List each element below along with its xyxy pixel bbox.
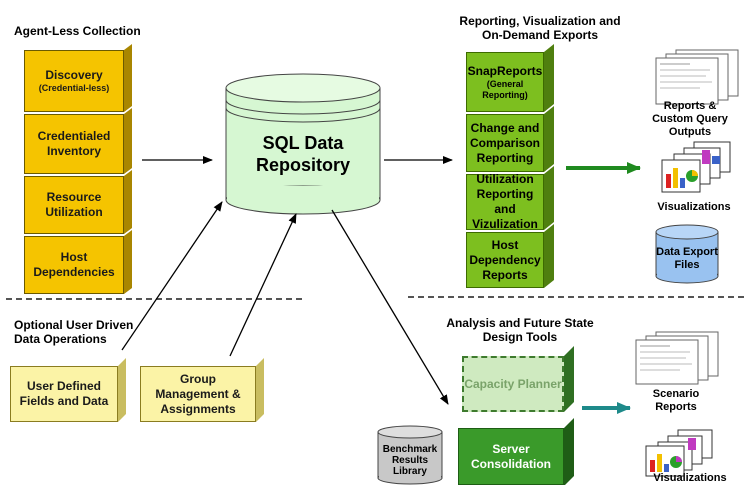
optional-heading-line1: Optional User Driven <box>14 318 134 332</box>
visualizations-label: Visualizations <box>657 201 731 213</box>
scenario-line1: Scenario <box>652 388 700 400</box>
change-comparison-box: Change and Comparison Reporting <box>466 114 544 172</box>
reporting-heading-line1: Reporting, Visualization and <box>459 14 621 28</box>
green-box-sides <box>544 44 554 288</box>
discovery-sublabel: (Credential-less) <box>38 83 110 93</box>
utilization-label: Utilization <box>45 205 103 219</box>
server-consolidation-box: Server Consolidation <box>458 428 564 485</box>
reports-outputs-line3: Outputs <box>668 126 712 138</box>
reports-outputs-line1: Reports & <box>663 100 717 112</box>
benchmark-line2: Results <box>391 455 429 466</box>
analysis-heading-line1: Analysis and Future State <box>446 316 594 330</box>
data-export-line1: Data Export <box>656 246 718 258</box>
repository-label-line2: Repository <box>255 155 351 175</box>
scenario-visualizations-icon <box>645 429 713 477</box>
server-line1: Server <box>492 441 530 456</box>
scenario-reports-label: Scenario Reports <box>636 388 716 414</box>
user-defined-line2: Fields and Data <box>19 394 109 408</box>
discovery-box: Discovery (Credential-less) <box>24 50 124 112</box>
change-label-1: Change and <box>470 120 540 135</box>
host-dep-label-1: Host <box>491 237 519 252</box>
utilization-label-2: Reporting and <box>476 187 534 216</box>
host-label: Host <box>60 250 88 264</box>
user-defined-line1: User Defined <box>26 379 102 393</box>
discovery-label: Discovery <box>45 68 103 82</box>
right-divider <box>408 296 744 298</box>
host-dependency-reports-box: Host Dependency Reports <box>466 232 544 288</box>
group-line2: Management & <box>155 386 241 401</box>
snapreports-label: SnapReports <box>467 63 543 78</box>
repository-label: SQL Data Repository <box>226 132 380 176</box>
benchmark-label: Benchmark Results Library <box>378 444 442 477</box>
data-export-cylinder <box>655 224 719 284</box>
dependencies-label: Dependencies <box>33 265 115 279</box>
analysis-box-sides <box>564 346 574 485</box>
host-dep-label-3: Reports <box>482 267 528 282</box>
snapreports-sublabel: (General Reporting) <box>482 78 528 100</box>
credentialed-label: Credentialed <box>37 129 111 143</box>
user-defined-fields-box: User Defined Fields and Data <box>10 366 118 422</box>
gold-box-sides <box>124 44 132 294</box>
snapreports-box: SnapReports (General Reporting) <box>466 52 544 112</box>
reports-outputs-label: Reports & Custom Query Outputs <box>636 100 744 139</box>
optional-heading: Optional User Driven Data Operations <box>14 318 133 346</box>
reports-outputs-line2: Custom Query <box>652 113 728 125</box>
optional-heading-line2: Data Operations <box>14 332 107 346</box>
host-dependencies-box: Host Dependencies <box>24 236 124 294</box>
server-line2: Consolidation <box>471 456 551 471</box>
analysis-heading-line2: Design Tools <box>482 330 558 344</box>
benchmark-cylinder <box>377 425 443 485</box>
agentless-heading: Agent-Less Collection <box>14 24 141 38</box>
utilization-label-3: Vizulization <box>472 217 538 231</box>
credentialed-inventory-box: Credentialed Inventory <box>24 114 124 174</box>
data-export-label: Data Export Files <box>656 246 718 272</box>
report-documents-icon <box>655 49 739 105</box>
benchmark-line1: Benchmark <box>382 444 438 455</box>
capacity-planner-box: Capacity Planner <box>462 356 564 412</box>
utilization-reporting-box: Utilization Reporting and Vizulization <box>466 172 544 231</box>
reporting-heading-line2: On-Demand Exports <box>481 28 598 42</box>
benchmark-line3: Library <box>393 466 427 477</box>
change-label-3: Reporting <box>476 150 534 165</box>
group-line1: Group <box>180 371 216 386</box>
group-management-box: Group Management & Assignments <box>140 366 256 422</box>
reporting-heading: Reporting, Visualization and On-Demand E… <box>420 14 660 42</box>
host-dep-label-2: Dependency <box>469 252 541 267</box>
resource-utilization-box: Resource Utilization <box>24 176 124 234</box>
resource-label: Resource <box>46 190 102 204</box>
inventory-label: Inventory <box>46 144 101 158</box>
utilization-label-1: Utilization <box>476 172 534 186</box>
data-export-line2: Files <box>674 259 700 271</box>
visualizations-charts-icon <box>661 141 731 193</box>
user-box-sides <box>118 358 264 422</box>
flow-arrows <box>121 156 453 405</box>
scenario-visualizations-label: Visualizations <box>653 472 727 484</box>
repository-label-line1: SQL Data <box>262 133 344 153</box>
scenario-line2: Reports <box>655 401 697 413</box>
repository-cylinder <box>225 73 381 215</box>
scenario-documents-icon <box>635 331 719 385</box>
group-line3: Assignments <box>160 401 236 416</box>
analysis-heading: Analysis and Future State Design Tools <box>430 316 610 344</box>
change-label-2: Comparison <box>469 135 540 150</box>
left-divider <box>6 298 302 300</box>
